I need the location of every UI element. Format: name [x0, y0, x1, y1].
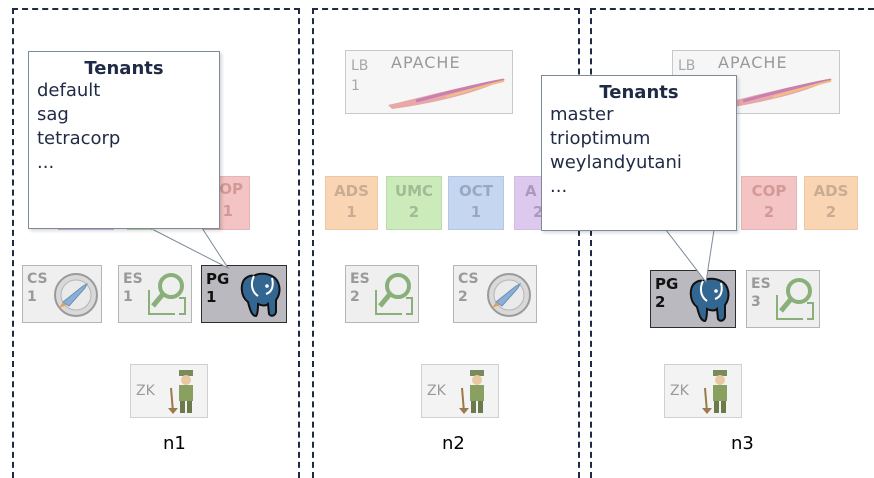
- n2-oct-label: OCT: [459, 182, 493, 200]
- zookeeper-icon: [168, 370, 193, 414]
- node-label-n1: n1: [163, 433, 186, 454]
- node-label-n2: n2: [442, 433, 465, 454]
- search-magnifier-icon: [776, 278, 814, 320]
- aris-rocket-icon: [487, 273, 531, 317]
- search-magnifier-icon: [375, 273, 413, 315]
- tenant-item: ...: [550, 176, 568, 197]
- n2-umc-label: UMC: [394, 182, 434, 200]
- callout-pointer-2: [664, 228, 715, 284]
- tenant-item: default: [37, 80, 101, 101]
- n2-zk-box: ZK: [421, 364, 499, 418]
- node-label-n3: n3: [731, 433, 754, 454]
- callout-pointer-1: [149, 226, 230, 270]
- n2-oct-num: 1: [470, 203, 482, 221]
- tenant-item: sag: [37, 104, 69, 125]
- tenant-item: weylandyutani: [550, 152, 682, 173]
- n2-ads-box: ADS 1: [325, 176, 378, 230]
- n1-cop-label: OP: [219, 180, 243, 198]
- apache-brand-text: APACHE: [391, 53, 461, 72]
- n2-purple-box: A 2: [514, 176, 544, 230]
- n3-ads-label: ADS: [813, 182, 849, 200]
- tenant-item: trioptimum: [550, 128, 651, 149]
- callout-2-title: Tenants: [599, 82, 679, 103]
- postgresql-elephant-icon: [240, 272, 281, 318]
- n3-ads-num: 2: [825, 203, 837, 221]
- n3-zk-label: ZK: [670, 383, 689, 399]
- n2-umc-num: 2: [408, 203, 420, 221]
- tenant-item: tetracorp: [37, 128, 121, 149]
- n3-ads-box: ADS 2: [804, 176, 858, 230]
- tenants-callout-2: Tenants master trioptimum weylandyutani …: [541, 75, 737, 231]
- n2-a-label: A: [525, 182, 537, 200]
- n2-umc-box: UMC 2: [386, 176, 442, 230]
- n2-a-num: 2: [533, 203, 544, 221]
- callout-1-title: Tenants: [84, 58, 164, 79]
- search-magnifier-icon: [148, 273, 186, 315]
- n2-ads-label: ADS: [334, 182, 369, 200]
- zookeeper-icon: [702, 370, 727, 414]
- apache-feather-icon: [715, 78, 833, 109]
- n3-zk-box: ZK: [664, 364, 742, 418]
- n2-zk-label: ZK: [427, 383, 446, 399]
- apache-brand-text: APACHE: [718, 53, 788, 72]
- n1-zk-box: ZK: [130, 364, 208, 418]
- n2-oct-box: OCT 1: [448, 176, 504, 230]
- node-box-n1: [12, 8, 300, 478]
- n1-zk-label: ZK: [136, 383, 155, 399]
- n1-cop-num: 1: [222, 202, 233, 220]
- n2-ads-num: 1: [346, 203, 357, 221]
- tenants-callout-1: Tenants default sag tetracorp ...: [28, 51, 220, 229]
- n3-cop-label: COP: [751, 182, 787, 200]
- node-box-n3: [590, 8, 874, 478]
- apache-feather-icon: [388, 78, 506, 109]
- n3-lb-label: LB: [678, 58, 696, 74]
- n3-cop-box: COP 2: [741, 176, 797, 230]
- zookeeper-icon: [459, 370, 484, 414]
- tenant-item: master: [550, 104, 614, 125]
- node-box-n2: [312, 8, 580, 478]
- aris-rocket-icon: [54, 273, 98, 317]
- n3-cop-num: 2: [763, 203, 775, 221]
- postgresql-elephant-icon: [689, 277, 730, 323]
- tenant-item: ...: [37, 152, 55, 173]
